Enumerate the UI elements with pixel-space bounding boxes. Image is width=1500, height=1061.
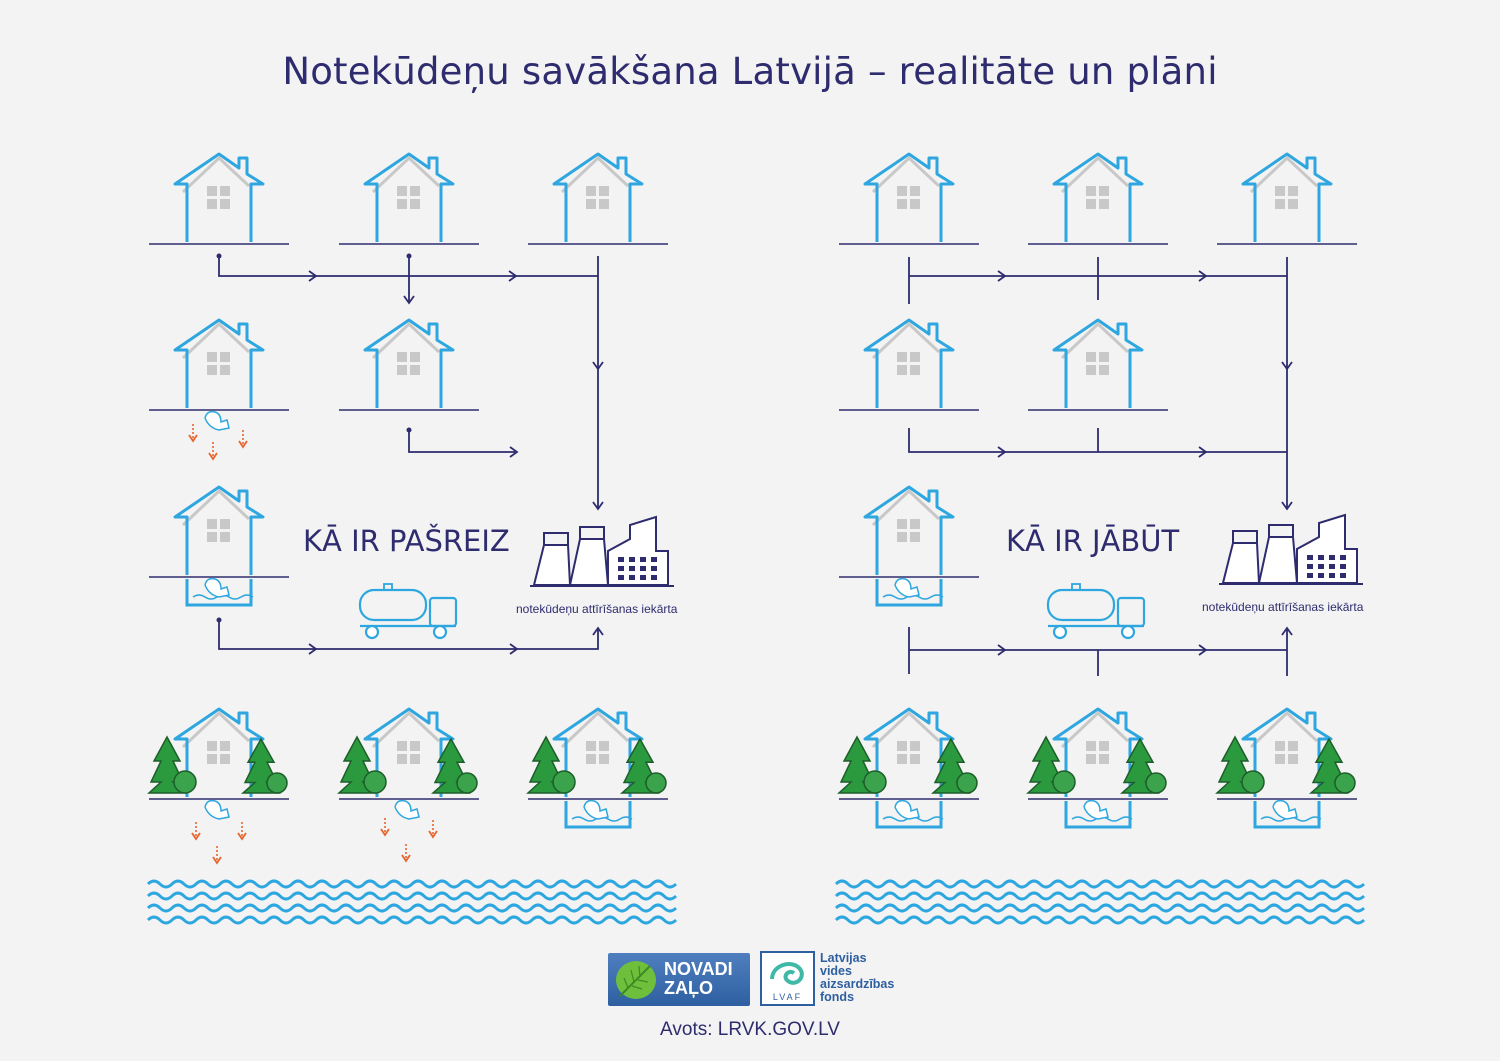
leak-arrow-icon	[212, 846, 222, 865]
house-icon	[339, 152, 479, 245]
page-title: Notekūdeņu savākšana Latvijā – realitāte…	[282, 50, 1218, 93]
house-icon	[1028, 152, 1168, 245]
house-icon	[1028, 707, 1168, 800]
right-plant-label: notekūdeņu attīrīšanas iekārta	[1202, 600, 1364, 614]
trees-icon	[337, 735, 478, 794]
house-icon	[528, 707, 668, 800]
house-icon	[339, 707, 479, 800]
lvaf-line2: vides	[820, 964, 852, 978]
novadi-line2: ZAĻO	[664, 978, 713, 998]
sewer-pipe	[218, 620, 599, 650]
leak-arrow-icon	[238, 430, 248, 449]
lvaf-line4: fonds	[820, 990, 855, 1004]
house-icon	[528, 152, 668, 245]
flow-arrow	[1198, 644, 1208, 656]
left-scene-label: KĀ IR PAŠREIZ	[303, 524, 510, 558]
trees-icon	[526, 735, 667, 794]
treatment-plant-icon	[1219, 513, 1363, 585]
house-icon	[839, 318, 979, 411]
septic-icon	[394, 799, 420, 820]
house-icon	[339, 318, 479, 411]
house-icon	[1028, 318, 1168, 411]
house-icon	[149, 707, 289, 800]
trees-icon	[1026, 735, 1167, 794]
septic-icon	[185, 577, 254, 607]
house-icon	[839, 707, 979, 800]
house-icon	[839, 485, 979, 578]
flow-arrow	[1281, 501, 1293, 511]
novadi-zalo-logo: NOVADI ZAĻO	[608, 953, 750, 1006]
lvaf-logo: LVAF	[760, 951, 815, 1006]
trees-icon	[147, 735, 288, 794]
septic-icon	[1253, 799, 1322, 829]
house-icon	[1217, 152, 1357, 245]
house-icon	[149, 485, 289, 578]
flow-arrow	[509, 446, 519, 458]
treatment-plant-icon	[530, 515, 674, 587]
leak-arrow-icon	[428, 820, 438, 839]
leak-arrow-icon	[191, 822, 201, 841]
leak-arrow-icon	[380, 818, 390, 837]
sewer-pipe	[908, 428, 1287, 453]
sewer-pipe	[408, 430, 515, 453]
flow-arrow	[592, 501, 604, 511]
flow-arrow	[508, 270, 518, 282]
novadi-line1: NOVADI	[664, 959, 733, 979]
right-scene-label: KĀ IR JĀBŪT	[1006, 524, 1180, 558]
leak-arrow-icon	[401, 844, 411, 863]
lvaf-name: Latvijas vides aizsardzības fonds	[820, 952, 894, 1004]
septic-icon	[204, 799, 230, 820]
septic-icon	[564, 799, 633, 829]
house-icon	[1217, 707, 1357, 800]
septic-icon	[875, 799, 944, 829]
left-plant-label: notekūdeņu attīrīšanas iekārta	[516, 602, 678, 616]
septic-icon	[875, 577, 944, 607]
vacuum-truck-icon	[1046, 583, 1146, 640]
water-icon	[146, 879, 678, 925]
lvaf-line1: Latvijas	[820, 951, 867, 965]
flow-arrow	[509, 643, 519, 655]
flow-arrow	[592, 626, 604, 636]
flow-arrow	[308, 270, 318, 282]
leaf-icon	[616, 961, 656, 999]
leak-arrow-icon	[208, 442, 218, 461]
house-icon	[149, 318, 289, 411]
flow-arrow	[592, 361, 604, 371]
flow-arrow	[1198, 446, 1208, 458]
trees-icon	[837, 735, 978, 794]
flow-arrow	[997, 446, 1007, 458]
flow-arrow	[997, 644, 1007, 656]
septic-icon	[1064, 799, 1133, 829]
flow-arrow	[997, 270, 1007, 282]
leak-arrow-icon	[237, 822, 247, 841]
water-icon	[834, 879, 1366, 925]
source-note: Avots: LRVK.GOV.LV	[660, 1019, 840, 1040]
house-icon	[149, 152, 289, 245]
septic-icon	[204, 410, 230, 431]
leak-arrow-icon	[188, 424, 198, 443]
trees-icon	[1215, 735, 1356, 794]
lvaf-line3: aizsardzības	[820, 977, 895, 991]
flow-arrow	[1198, 270, 1208, 282]
vacuum-truck-icon	[358, 583, 458, 640]
house-icon	[839, 152, 979, 245]
flow-arrow	[308, 643, 318, 655]
lvaf-abbr: LVAF	[772, 992, 803, 1002]
flow-arrow	[1281, 361, 1293, 371]
wave-icon	[770, 962, 804, 985]
flow-arrow	[1281, 626, 1293, 636]
sewer-pipe	[218, 256, 598, 277]
flow-arrow	[403, 295, 415, 305]
